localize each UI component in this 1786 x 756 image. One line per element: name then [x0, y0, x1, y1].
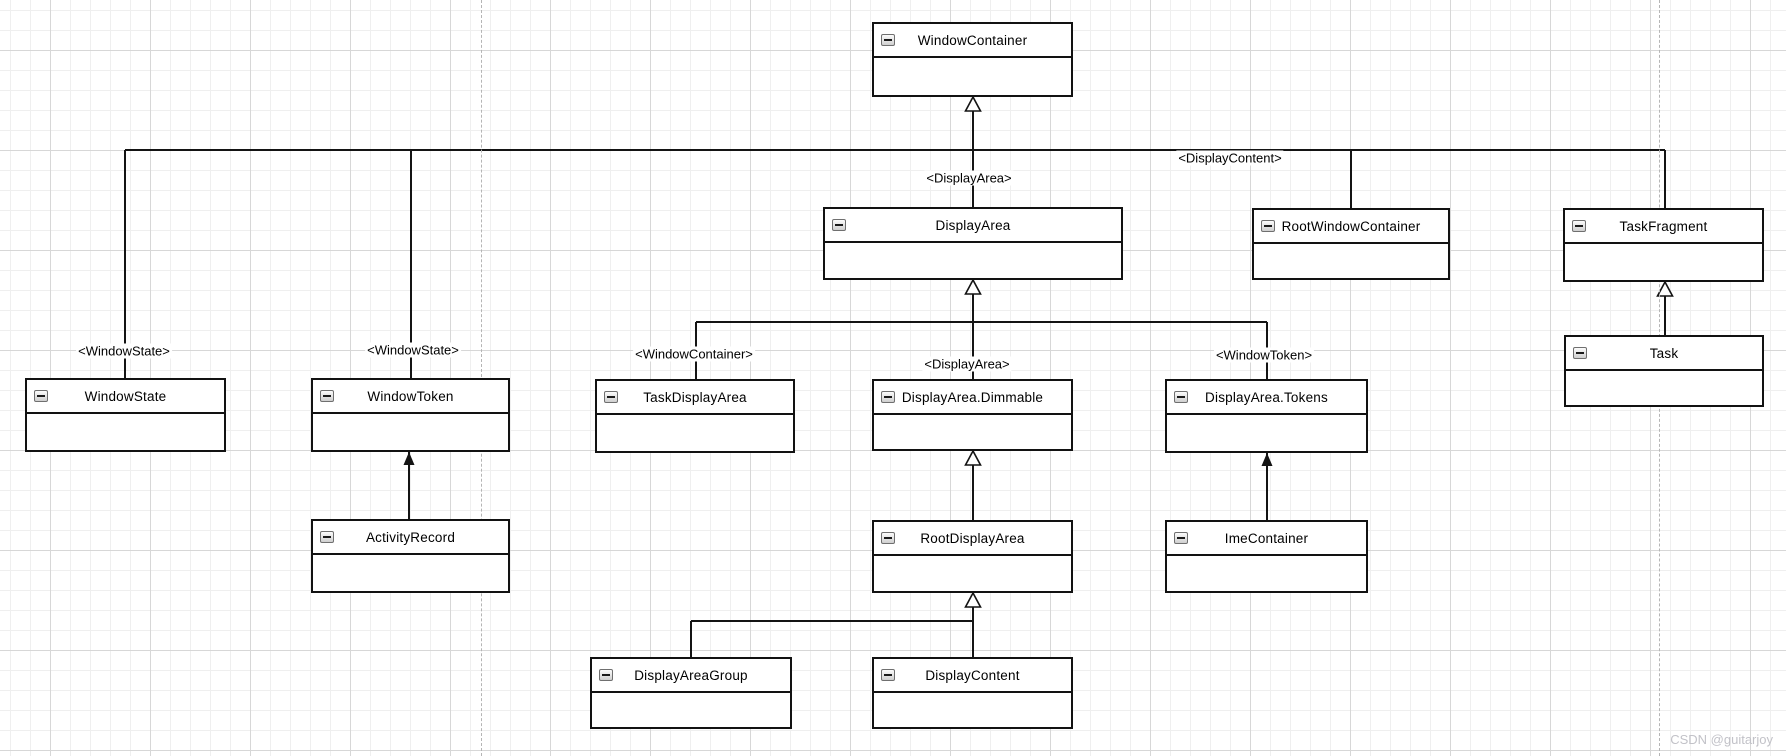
class-box-displayareagroup[interactable]: DisplayAreaGroup: [590, 657, 792, 729]
class-box-displayarea-dimmable[interactable]: DisplayArea.Dimmable: [872, 379, 1073, 451]
class-title-bar: TaskFragment: [1565, 210, 1762, 244]
class-box-windowtoken[interactable]: WindowToken: [311, 378, 510, 452]
collapse-minus-icon[interactable]: [1572, 220, 1586, 232]
inheritance-arrow: [964, 591, 982, 608]
class-title-bar: ImeContainer: [1167, 522, 1366, 556]
class-attributes-compartment: [313, 555, 508, 591]
class-box-taskfragment[interactable]: TaskFragment: [1563, 208, 1764, 282]
class-name: TaskDisplayArea: [643, 389, 747, 405]
class-name: TaskFragment: [1619, 218, 1708, 234]
collapse-minus-icon[interactable]: [881, 391, 895, 403]
edge-label: <WindowState>: [76, 343, 172, 359]
class-title-bar: WindowState: [27, 380, 224, 414]
class-title-bar: ActivityRecord: [313, 521, 508, 555]
class-name: DisplayArea: [935, 217, 1011, 233]
collapse-minus-icon[interactable]: [881, 532, 895, 544]
class-title-bar: DisplayArea.Dimmable: [874, 381, 1071, 415]
edge-label: <DisplayArea>: [924, 170, 1014, 186]
class-title-bar: WindowToken: [313, 380, 508, 414]
class-box-task[interactable]: Task: [1564, 335, 1764, 407]
class-name: ActivityRecord: [365, 529, 456, 545]
class-attributes-compartment: [874, 58, 1071, 95]
class-attributes-compartment: [1167, 556, 1366, 591]
class-attributes-compartment: [592, 693, 790, 727]
class-title-bar: DisplayContent: [874, 659, 1071, 693]
class-attributes-compartment: [874, 693, 1071, 727]
inheritance-arrow: [964, 449, 982, 466]
class-attributes-compartment: [313, 414, 508, 450]
inheritance-arrow: [1656, 280, 1674, 297]
collapse-minus-icon[interactable]: [1573, 347, 1587, 359]
class-attributes-compartment: [597, 415, 793, 451]
class-attributes-compartment: [825, 243, 1121, 278]
collapse-minus-icon[interactable]: [881, 669, 895, 681]
class-name: DisplayContent: [925, 667, 1020, 683]
edge-label: <DisplayContent>: [1176, 150, 1284, 166]
class-title-bar: DisplayAreaGroup: [592, 659, 790, 693]
class-attributes-compartment: [1167, 415, 1366, 451]
class-name: WindowToken: [367, 388, 454, 404]
class-name: Task: [1649, 345, 1679, 361]
association-arrow: [403, 452, 415, 465]
class-box-displaycontent[interactable]: DisplayContent: [872, 657, 1073, 729]
class-title-bar: WindowContainer: [874, 24, 1071, 58]
collapse-minus-icon[interactable]: [1174, 391, 1188, 403]
class-box-rootwindowcontainer[interactable]: RootWindowContainer: [1252, 208, 1450, 280]
class-name: DisplayArea.Tokens: [1205, 389, 1328, 405]
edge-label: <WindowToken>: [1213, 347, 1315, 363]
class-name: WindowState: [84, 388, 167, 404]
class-box-imecontainer[interactable]: ImeContainer: [1165, 520, 1368, 593]
inheritance-arrow: [964, 278, 982, 295]
class-attributes-compartment: [1254, 244, 1448, 278]
class-title-bar: DisplayArea.Tokens: [1167, 381, 1366, 415]
collapse-minus-icon[interactable]: [881, 34, 895, 46]
class-box-activityrecord[interactable]: ActivityRecord: [311, 519, 510, 593]
association-arrow: [1261, 453, 1273, 466]
class-name: ImeContainer: [1224, 530, 1309, 546]
class-name: DisplayArea.Dimmable: [901, 389, 1044, 405]
collapse-minus-icon[interactable]: [832, 219, 846, 231]
class-box-windowcontainer[interactable]: WindowContainer: [872, 22, 1073, 97]
class-box-rootdisplayarea[interactable]: RootDisplayArea: [872, 520, 1073, 593]
class-name: WindowContainer: [917, 32, 1028, 48]
class-attributes-compartment: [874, 556, 1071, 591]
collapse-minus-icon[interactable]: [1174, 532, 1188, 544]
class-title-bar: Task: [1566, 337, 1762, 371]
edge-label: <DisplayArea>: [922, 356, 1012, 372]
class-box-taskdisplayarea[interactable]: TaskDisplayArea: [595, 379, 795, 453]
collapse-minus-icon[interactable]: [320, 390, 334, 402]
class-title-bar: DisplayArea: [825, 209, 1121, 243]
class-attributes-compartment: [874, 415, 1071, 449]
inheritance-arrow: [964, 95, 982, 112]
class-name: DisplayAreaGroup: [634, 667, 748, 683]
class-title-bar: RootDisplayArea: [874, 522, 1071, 556]
collapse-minus-icon[interactable]: [604, 391, 618, 403]
watermark: CSDN @guitarjoy: [1670, 732, 1773, 747]
edge-label: <WindowContainer>: [633, 346, 755, 362]
class-title-bar: TaskDisplayArea: [597, 381, 793, 415]
class-box-displayarea-tokens[interactable]: DisplayArea.Tokens: [1165, 379, 1368, 453]
collapse-minus-icon[interactable]: [320, 531, 334, 543]
class-attributes-compartment: [27, 414, 224, 450]
class-name: RootDisplayArea: [920, 530, 1025, 546]
edge-label: <WindowState>: [365, 342, 461, 358]
class-name: RootWindowContainer: [1281, 218, 1421, 234]
collapse-minus-icon[interactable]: [1261, 220, 1275, 232]
class-box-windowstate[interactable]: WindowState: [25, 378, 226, 452]
class-attributes-compartment: [1565, 244, 1762, 280]
class-box-displayarea[interactable]: DisplayArea: [823, 207, 1123, 280]
collapse-minus-icon[interactable]: [34, 390, 48, 402]
class-attributes-compartment: [1566, 371, 1762, 405]
class-title-bar: RootWindowContainer: [1254, 210, 1448, 244]
collapse-minus-icon[interactable]: [599, 669, 613, 681]
